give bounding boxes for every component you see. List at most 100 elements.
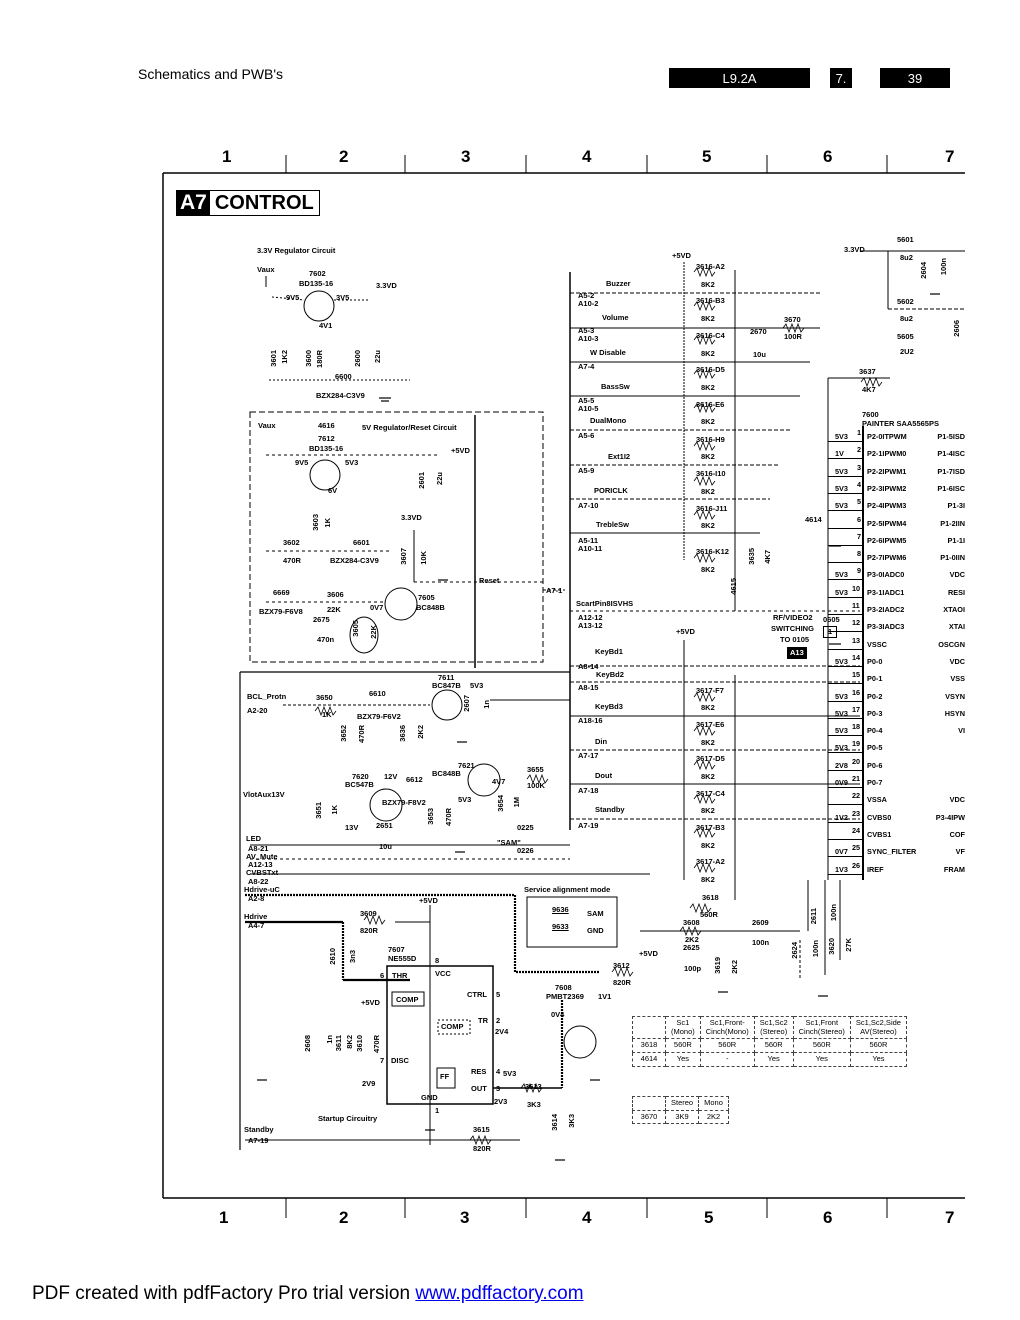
ic7600-pin-name: P0-7	[867, 778, 883, 787]
conn-A8-22[interactable]: A8-22	[248, 877, 269, 886]
ic7600-pin-number: 9	[857, 566, 862, 575]
conn-A2-20[interactable]: A2-20	[247, 706, 268, 715]
r3653-val: 470R	[444, 808, 453, 826]
ic7600-pin-name-right: VDC	[949, 570, 965, 579]
t7620-part: BC547B	[345, 780, 374, 789]
ic7600-pin-number: 25	[852, 843, 861, 852]
option-table: Sc1 (Mono) Sc1,Front- Cinch(Mono) Sc1,Sc…	[632, 1015, 907, 1067]
r3603-ref: 3603	[311, 514, 320, 531]
grid-col-5: 5	[702, 147, 712, 166]
ic7600-pin-name: P2-0ITPWM	[867, 432, 907, 441]
ic7600-pin-name-right: XTAI	[948, 622, 965, 631]
conn-A18-16[interactable]: A18-16	[578, 716, 603, 725]
d6612-ref: 6612	[406, 775, 423, 784]
ic7600-pin-name: P0-5	[867, 743, 883, 752]
r3610-ref: 3610	[355, 1035, 364, 1052]
ic7600-pin-voltage: 5V3	[835, 484, 848, 493]
conn-A13-12[interactable]: A13-12	[578, 621, 603, 630]
ic7600-pin-line	[828, 735, 863, 736]
ic7600-pin-line	[828, 579, 863, 580]
conn-A5-6[interactable]: A5-6	[578, 431, 595, 440]
signal-keybd2: KeyBd2	[596, 670, 624, 679]
reg5-vbase: 6V	[328, 486, 338, 495]
conn-A7-19-2[interactable]: A7-19	[248, 1136, 269, 1145]
reg5-transistor-ref: 7612	[318, 434, 335, 443]
c2624-val: 100n	[811, 940, 820, 958]
signal-led: LED	[246, 834, 261, 843]
sam-row-label-2: GND	[587, 926, 604, 935]
diagram-name: CONTROL	[214, 191, 314, 214]
ic7607-vcc: VCC	[435, 969, 451, 978]
ic7600-pin-name: P0-4	[867, 726, 883, 735]
grid-col-6-bottom: 6	[823, 1208, 833, 1227]
conn-A10-3[interactable]: A10-3	[578, 334, 599, 343]
r3617-e6-ref: 3617-E6	[696, 720, 725, 729]
conn-A12-13[interactable]: A12-13	[248, 860, 273, 869]
r3605-ref: 3605	[351, 620, 360, 637]
conn-A5-9[interactable]: A5-9	[578, 466, 595, 475]
reset-connector[interactable]: A7-1	[546, 586, 563, 595]
d6610-part: BZX79-F6V2	[357, 712, 401, 721]
conn-A4-7[interactable]: A4-7	[248, 921, 265, 930]
ic7600-pin-name: P0-1	[867, 674, 883, 683]
conn-A12-12[interactable]: A12-12	[578, 613, 603, 622]
signal-scartpin8: ScartPin8ISVHS	[576, 599, 634, 608]
r3637-val: 4K7	[862, 385, 876, 394]
reg5-transistor-part: BD135-16	[309, 444, 344, 453]
ic7600-pin-voltage: 5V3	[835, 709, 848, 718]
c2601-val: 22u	[435, 472, 444, 485]
ic7600-pin-line	[828, 822, 863, 823]
conn-A5-2[interactable]: A5-2	[578, 291, 595, 300]
conn-A5-5[interactable]: A5-5	[578, 396, 595, 405]
signal-w-disable: W Disable	[590, 348, 626, 357]
table-cell: 560R	[753, 1038, 794, 1053]
c2607-ref: 2607	[462, 695, 471, 712]
conn-A7-19[interactable]: A7-19	[578, 821, 599, 830]
rf-note-line3: TO 0105	[780, 635, 810, 644]
ic7607-ff: FF	[440, 1072, 450, 1081]
ic7600-pin-number: 20	[852, 757, 861, 766]
ic7600-pin-line	[828, 493, 863, 494]
conn-A10-11[interactable]: A10-11	[578, 544, 603, 553]
conn-A2-8[interactable]: A2-8	[248, 894, 265, 903]
conn-A7-4[interactable]: A7-4	[578, 362, 595, 371]
t7608-part: PMBT2369	[546, 992, 584, 1001]
reg5-out-label: +5VD	[451, 446, 470, 455]
ic7600-pin-name: P0-2	[867, 692, 883, 701]
ic7600-pin-number: 6	[857, 515, 862, 524]
ic7600-pin-number: 8	[857, 549, 862, 558]
conn-A8-15[interactable]: A8-15	[578, 683, 599, 692]
r3615-val: 820R	[473, 1144, 491, 1153]
signal-basssw: BassSw	[601, 382, 630, 391]
rf-note-line1: RF/VIDEO2	[773, 613, 813, 622]
signal-hdrive: Hdrive	[244, 912, 268, 921]
conn-A5-3[interactable]: A5-3	[578, 326, 595, 335]
d6612-part: BZX79-F8V2	[382, 798, 426, 807]
r3617-c4-ref: 3617-C4	[696, 789, 725, 798]
conn-A10-2[interactable]: A10-2	[578, 299, 599, 308]
conn-A8-14[interactable]: A8-14	[578, 662, 599, 671]
r3617-f7-val: 8K2	[701, 703, 715, 712]
c2625-val: 100p	[684, 964, 702, 973]
conn-A10-5[interactable]: A10-5	[578, 404, 599, 413]
conn-A7-17[interactable]: A7-17	[578, 751, 599, 760]
table-cell: Yes	[753, 1051, 794, 1067]
ic7600-pin-number: 1	[857, 428, 862, 437]
c2610-val: 3n3	[348, 950, 357, 963]
r3603-val: 1K	[323, 518, 332, 528]
conn-A7-10[interactable]: A7-10	[578, 501, 599, 510]
ic7600-pin-name: P2-5IPWM4	[867, 519, 907, 528]
c2604-ref: 2604	[919, 262, 928, 279]
c2600-val: 22u	[373, 350, 382, 363]
rf-note-line2: SWITCHING	[771, 624, 814, 633]
ic7600-pin-voltage: 5V3	[835, 501, 848, 510]
ic7600-pin-line	[828, 718, 863, 719]
l5605-ref: 5605	[897, 332, 914, 341]
zener-6669-part: BZX79-F6V8	[259, 607, 303, 616]
conn-A7-18[interactable]: A7-18	[578, 786, 599, 795]
conn-A5-11[interactable]: A5-11	[578, 536, 599, 545]
conn-A8-21[interactable]: A8-21	[248, 844, 269, 853]
grid-col-7: 7	[945, 147, 955, 166]
r3607-val: 10K	[419, 551, 428, 565]
footer-link[interactable]: www.pdffactory.com	[415, 1283, 584, 1304]
